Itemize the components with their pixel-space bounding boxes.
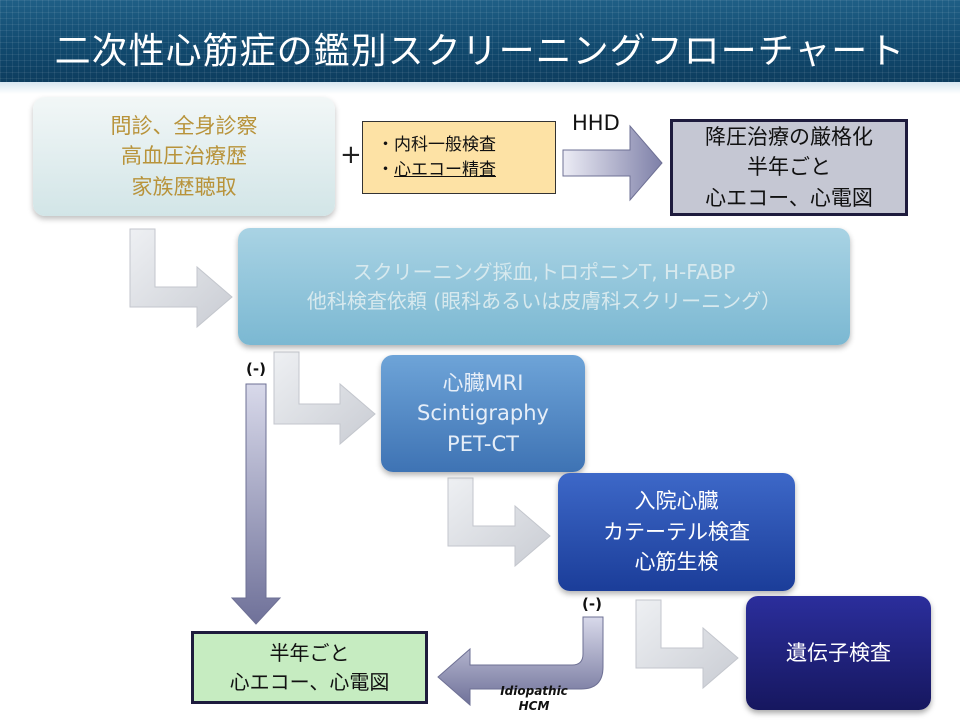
slide-title: 二次性心筋症の鑑別スクリーニングフローチャート — [54, 31, 906, 72]
slide-header: 二次性心筋症の鑑別スクリーニングフローチャート — [0, 0, 960, 94]
followup-line-1: 半年ごと — [269, 640, 350, 665]
negative-label-1: (-) — [246, 360, 266, 378]
periodic-followup-box: 半年ごと 心エコー、心電図 — [191, 631, 428, 704]
bullet-prefix: ・ — [377, 159, 394, 180]
header-grid-pattern — [0, 0, 960, 88]
cardiac-imaging-box: 心臓MRI Scintigraphy PET-CT — [381, 355, 585, 472]
imaging-line-1: 心臓MRI — [442, 370, 524, 395]
negative-label-2: (-) — [582, 595, 602, 613]
hhd-followup-box: 降圧治療の厳格化 半年ごと 心エコー、心電図 — [670, 119, 908, 216]
l-arrow-2 — [273, 351, 376, 446]
general-tests-box: ・内科一般検査 ・心エコー精査 — [362, 121, 556, 194]
l-arrow-1 — [129, 228, 233, 329]
genetic-test-box: 遺伝子検査 — [746, 596, 931, 710]
idiopathic-return-arrow — [437, 616, 604, 707]
followup-line-2: 心エコー、心電図 — [229, 669, 390, 694]
hhd-arrow — [562, 124, 663, 202]
hhd-label: HHD — [572, 111, 620, 135]
hhd-followup-line-1: 降圧治療の厳格化 — [705, 124, 873, 149]
negative-down-arrow — [230, 383, 282, 625]
catheter-line-2: カテーテル検査 — [603, 519, 750, 544]
l-arrow-4 — [635, 599, 739, 690]
genetic-line-1: 遺伝子検査 — [786, 640, 891, 665]
blood-screening-line-2: 他科検査依頼 (眼科あるいは皮膚科スクリーニング） — [306, 288, 782, 313]
history-line-2: 高血圧治療歴 — [121, 144, 247, 169]
hhd-followup-line-2: 半年ごと — [747, 155, 831, 180]
imaging-line-3: PET-CT — [447, 431, 519, 456]
plus-sign: + — [340, 140, 362, 170]
catheter-line-1: 入院心臓 — [634, 489, 719, 514]
imaging-line-2: Scintigraphy — [417, 401, 549, 426]
idiopathic-line-1: Idiopathic — [500, 684, 568, 698]
header-bottom-band — [0, 82, 960, 94]
general-tests-line-1: ・内科一般検査 — [377, 134, 496, 155]
blood-screening-box: スクリーニング採血,トロポニンT, H-FABP 他科検査依頼 (眼科あるいは皮… — [238, 228, 850, 345]
history-exam-box: 問診、全身診察 高血圧治療歴 家族歴聴取 — [33, 97, 335, 216]
echo-detail-underlined: 心エコー精査 — [394, 159, 496, 180]
l-arrow-3 — [447, 477, 551, 568]
general-tests-line-2: ・心エコー精査 — [377, 158, 496, 183]
hhd-followup-line-3: 心エコー、心電図 — [705, 185, 873, 210]
blood-screening-line-1: スクリーニング採血,トロポニンT, H-FABP — [352, 259, 736, 284]
idiopathic-hcm-label: Idiopathic HCM — [486, 684, 582, 714]
idiopathic-line-2: HCM — [518, 699, 550, 713]
catheter-biopsy-box: 入院心臓 カテーテル検査 心筋生検 — [558, 473, 795, 591]
history-line-3: 家族歴聴取 — [131, 174, 237, 199]
catheter-line-3: 心筋生検 — [634, 550, 719, 575]
history-line-1: 問診、全身診察 — [110, 113, 258, 138]
